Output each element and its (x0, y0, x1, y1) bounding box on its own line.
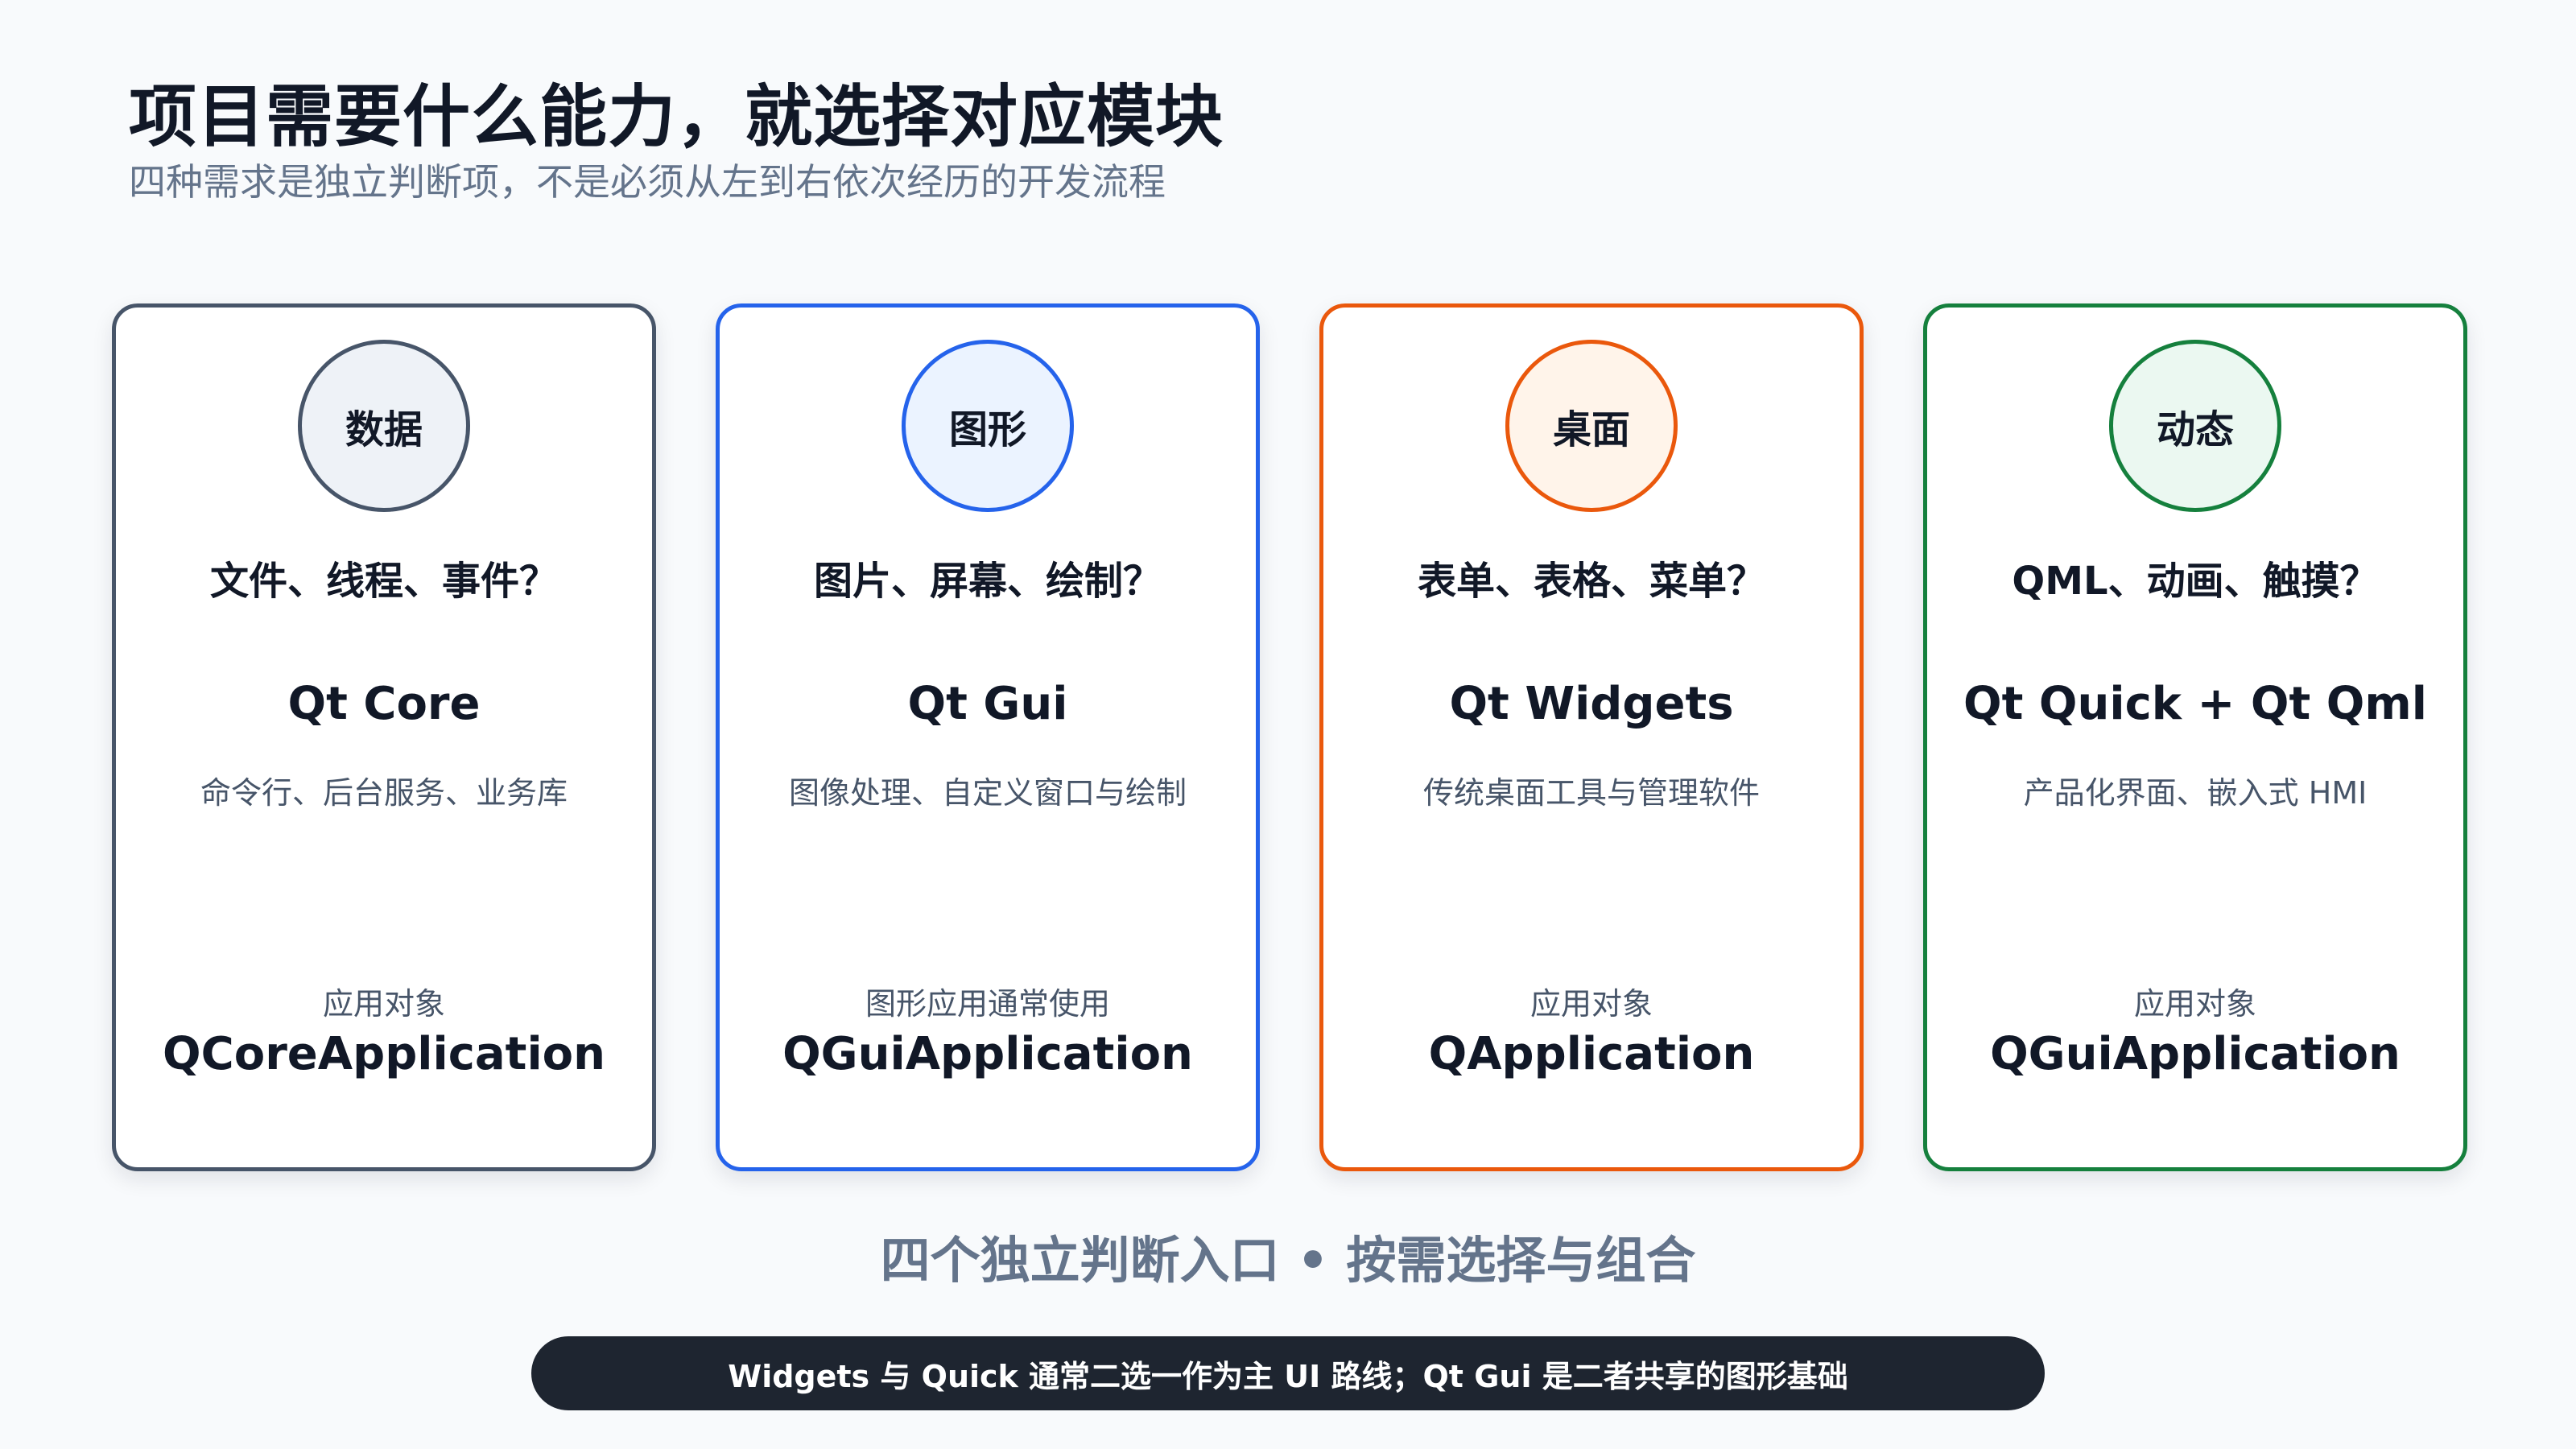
card-question: 文件、线程、事件？ (209, 559, 558, 604)
card-description: 图像处理、自定义窗口与绘制 (788, 775, 1187, 811)
card-module-name: Qt Widgets (1449, 678, 1734, 730)
card-app-label: 应用对象 (1530, 986, 1653, 1022)
card-question: QML、动画、触摸？ (2012, 559, 2379, 604)
card-app-class: QApplication (1428, 1028, 1755, 1080)
card-category-circle: 桌面 (1505, 340, 1678, 512)
card-category-label: 桌面 (1552, 407, 1630, 452)
card-dynamic: 动态 QML、动画、触摸？ Qt Quick + Qt Qml 产品化界面、嵌入… (1923, 303, 2467, 1171)
card-category-circle: 动态 (2109, 340, 2281, 512)
card-desktop: 桌面 表单、表格、菜单？ Qt Widgets 传统桌面工具与管理软件 应用对象… (1319, 303, 1864, 1171)
footer-caption: 四个独立判断入口 • 按需选择与组合 (880, 1231, 1696, 1290)
card-graphics: 图形 图片、屏幕、绘制？ Qt Gui 图像处理、自定义窗口与绘制 图形应用通常… (716, 303, 1260, 1171)
card-description: 传统桌面工具与管理软件 (1422, 775, 1760, 811)
card-app-class: QCoreApplication (163, 1028, 605, 1080)
card-app-label: 应用对象 (322, 986, 445, 1022)
card-module-name: Qt Core (287, 678, 481, 730)
card-module-name: Qt Gui (907, 678, 1068, 730)
card-app-label: 图形应用通常使用 (865, 986, 1110, 1022)
card-category-circle: 图形 (902, 340, 1074, 512)
card-category-label: 数据 (345, 407, 423, 452)
page-title: 项目需要什么能力，就选择对应模块 (129, 77, 1224, 156)
card-module-name: Qt Quick + Qt Qml (1963, 678, 2427, 730)
card-description: 产品化界面、嵌入式 HMI (2023, 775, 2368, 811)
card-category-circle: 数据 (298, 340, 470, 512)
card-app-class: QGuiApplication (1990, 1028, 2401, 1080)
bottom-note-text: Widgets 与 Quick 通常二选一作为主 UI 路线；Qt Gui 是二… (728, 1358, 1848, 1394)
card-description: 命令行、后台服务、业务库 (200, 775, 568, 811)
card-question: 图片、屏幕、绘制？ (813, 559, 1162, 604)
card-question: 表单、表格、菜单？ (1417, 559, 1765, 604)
card-category-label: 图形 (948, 407, 1026, 452)
bottom-note-banner: Widgets 与 Quick 通常二选一作为主 UI 路线；Qt Gui 是二… (531, 1336, 2045, 1410)
page-subtitle: 四种需求是独立判断项，不是必须从左到右依次经历的开发流程 (129, 160, 1166, 204)
card-data: 数据 文件、线程、事件？ Qt Core 命令行、后台服务、业务库 应用对象 Q… (112, 303, 656, 1171)
card-app-label: 应用对象 (2133, 986, 2256, 1022)
card-category-label: 动态 (2156, 407, 2234, 452)
card-app-class: QGuiApplication (782, 1028, 1193, 1080)
